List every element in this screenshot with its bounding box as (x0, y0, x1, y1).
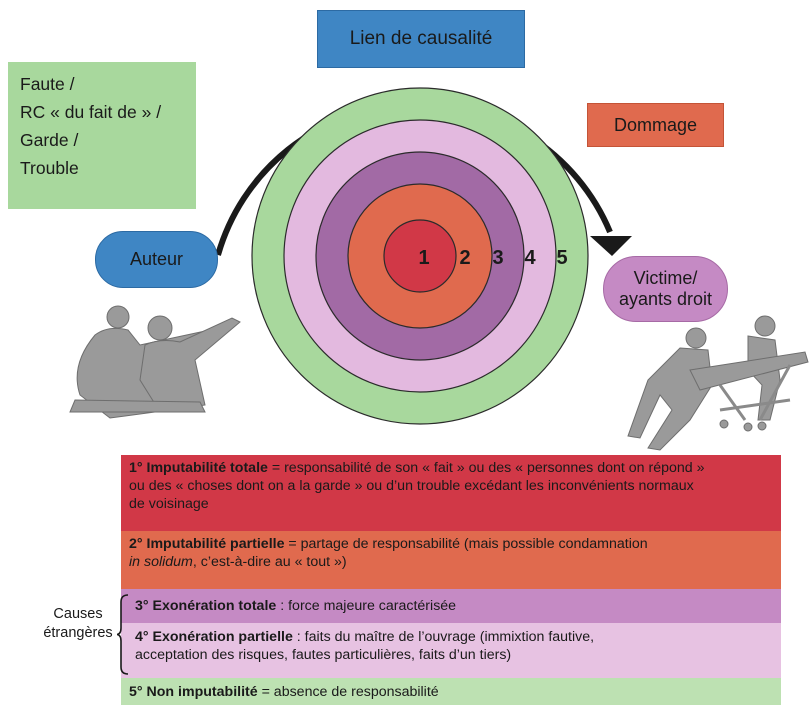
ring-label-2: 2 (459, 247, 470, 269)
fault-line: Garde / (20, 130, 79, 150)
damage-label: Dommage (613, 114, 698, 135)
victim-label-line: ayants droit (618, 289, 713, 309)
legend-text: de voisinage (129, 496, 209, 512)
legend-row-partial-imputability: 2° Imputabilité partielle = partage de r… (121, 531, 781, 589)
legend-text: acceptation des risques, fautes particul… (135, 647, 512, 663)
author-label: Auteur (129, 249, 184, 269)
author-silhouette-icon (69, 305, 241, 419)
fault-line: RC « du fait de » / (20, 102, 162, 122)
ring-label-3: 3 (492, 247, 503, 269)
brace-icon (117, 594, 129, 675)
legend-text: = absence de responsabilité (257, 684, 439, 700)
arc-arrowhead (590, 236, 632, 256)
causality-link-label: Lien de causalité (349, 28, 493, 49)
legend-title: 5° Non imputabilité (129, 684, 258, 700)
causes-line: étrangères (43, 625, 113, 641)
legend-text: : faits du maître de l’ouvrage (immixtio… (292, 629, 595, 645)
legend-row-non-imputability: 5° Non imputabilité = absence de respons… (121, 678, 781, 705)
legend-title: 3° Exonération totale (135, 598, 277, 614)
causes-line: Causes (53, 606, 103, 622)
legend-text: , c’est-à-dire au « tout ») (192, 554, 347, 570)
legend-row-partial-exoneration: 4° Exonération partielle : faits du maît… (121, 623, 781, 678)
ring-label-5: 5 (556, 247, 567, 269)
ring-1 (383, 219, 457, 293)
legend-text: : force majeure caractérisée (276, 598, 457, 614)
external-causes-label: Causes étrangères (40, 605, 116, 643)
legend-text: = responsabilité de son « fait » ou des … (267, 460, 705, 476)
legend-row-total-exoneration: 3° Exonération totale : force majeure ca… (121, 589, 781, 623)
legend-row-total-imputability: 1° Imputabilité totale = responsabilité … (121, 455, 781, 531)
author-pill: Auteur (95, 231, 218, 288)
fault-line: Trouble (20, 158, 79, 178)
fault-box: Faute / RC « du fait de » / Garde / Trou… (8, 62, 196, 209)
ring-label-4: 4 (524, 247, 536, 269)
legend-title: 2° Imputabilité partielle (129, 536, 285, 552)
victim-pill: Victime/ ayants droit (603, 256, 728, 322)
legend-text: = partage de responsabilité (mais possib… (284, 536, 648, 552)
legend-text: ou des « choses dont on a la garde » ou … (129, 478, 694, 494)
causality-link-box: Lien de causalité (317, 10, 525, 68)
ring-label-1: 1 (418, 247, 429, 269)
legend-title: 4° Exonération partielle (135, 629, 293, 645)
legend-italic: in solidum (129, 554, 193, 570)
legend-title: 1° Imputabilité totale (129, 460, 268, 476)
victim-label-line: Victime/ (633, 268, 698, 288)
fault-line: Faute / (20, 74, 75, 94)
victim-silhouette-icon (627, 315, 809, 451)
damage-box: Dommage (587, 103, 724, 147)
